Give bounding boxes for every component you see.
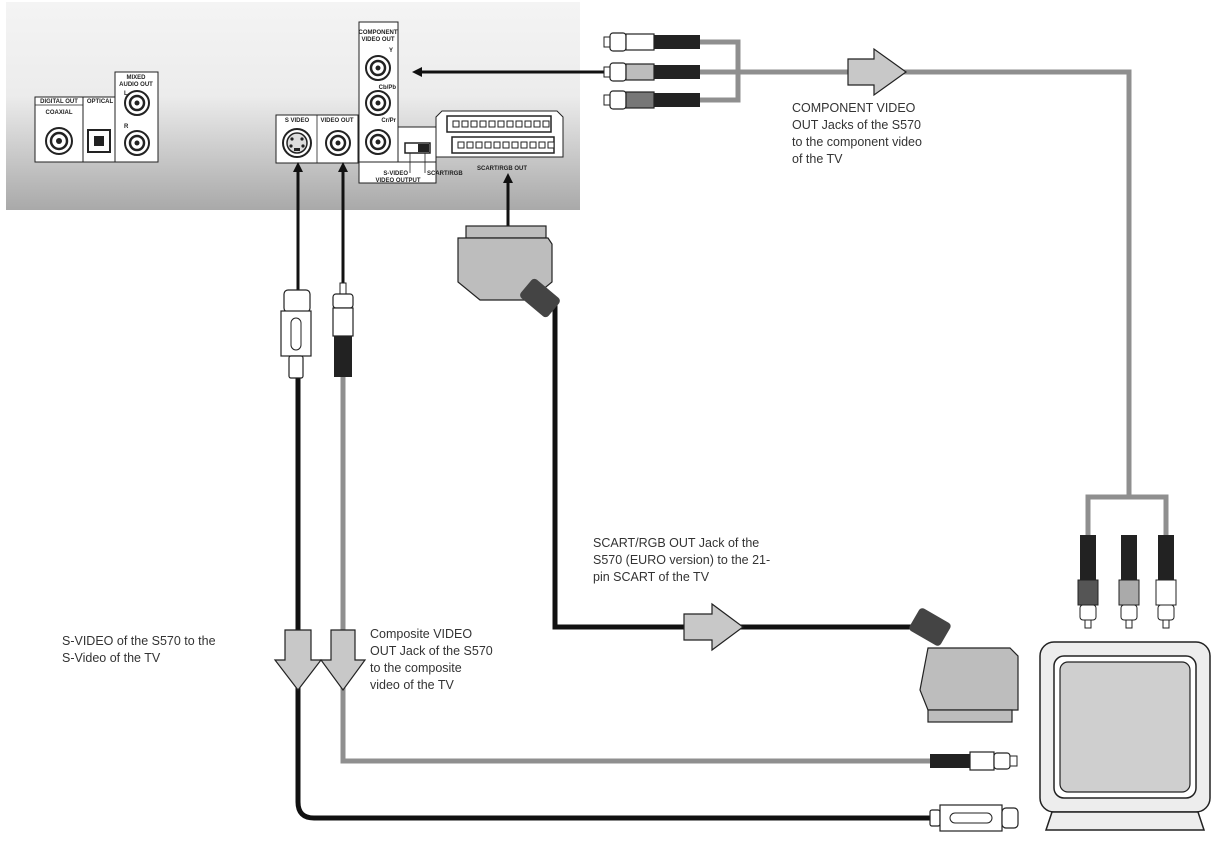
s-video-jack-icon — [282, 128, 312, 158]
component-plug-top-icon — [603, 32, 700, 52]
scart-pin — [484, 141, 492, 149]
scart-pin — [520, 141, 528, 149]
audio-out-label: AUDIO OUT — [119, 82, 153, 88]
scart-caption-line-3: pin SCART of the TV — [593, 570, 710, 584]
audio-r-jack-icon — [124, 130, 150, 156]
scart-pin — [479, 120, 487, 128]
svideo-cable — [295, 378, 932, 821]
composite-direction-arrow-icon — [319, 629, 367, 692]
scart-plug-tv-icon — [909, 608, 1019, 723]
svideo-caption-line-2: S-Video of the TV — [62, 651, 161, 665]
tv-component-plug-1-icon — [1077, 535, 1099, 629]
scart-pin — [511, 141, 519, 149]
component-caption-line-2: OUT Jacks of the S570 — [792, 118, 921, 132]
video-output-switch-group: S-VIDEO SCART/RGB VIDEO OUTPUT — [358, 126, 463, 184]
scart-pin — [506, 120, 514, 128]
optical-jack-icon — [87, 129, 111, 153]
component-cb-pb-jack-icon — [365, 90, 391, 116]
scart-direction-arrow-icon — [683, 602, 745, 652]
composite-cable — [340, 377, 930, 764]
component-y-label: Y — [389, 48, 393, 54]
composite-caption: Composite VIDEO OUT Jack of the S570 to … — [370, 627, 493, 692]
scart-pin — [524, 120, 532, 128]
component-caption-line-4: of the TV — [792, 152, 843, 166]
digital-out-group: DIGITAL OUT COAXIAL — [34, 96, 84, 163]
scart-pin — [502, 141, 510, 149]
scart-pin — [542, 120, 550, 128]
composite-caption-line-4: video of the TV — [370, 678, 455, 692]
scart-pin — [529, 141, 537, 149]
tv-component-plug-3-icon — [1155, 535, 1177, 629]
scart-plug-top-icon — [457, 225, 560, 318]
component-caption: COMPONENT VIDEO OUT Jacks of the S570 to… — [792, 101, 922, 166]
scart-pin — [475, 141, 483, 149]
composite-plug-tv-icon — [930, 751, 1018, 771]
component-plug-bottom-icon — [603, 90, 700, 110]
component-direction-arrow-icon — [847, 47, 908, 97]
scart-pin — [488, 120, 496, 128]
component-video-out-group: COMPONENT VIDEO OUT Y Cb/Pb Cr/Pr — [358, 21, 399, 163]
s-video-label: S VIDEO — [285, 118, 310, 124]
component-cb-pb-label: Cb/Pb — [379, 85, 397, 91]
svideo-plug-top-icon — [280, 289, 312, 379]
video-out-jack-icon — [325, 130, 351, 156]
rear-panel: DIGITAL OUT COAXIAL OPTICAL MIXED AUDIO … — [6, 2, 580, 210]
scart-caption-line-1: SCART/RGB OUT Jack of the — [593, 536, 759, 550]
optical-label: OPTICAL — [87, 99, 114, 105]
scart-pin — [461, 120, 469, 128]
scart-pin — [497, 120, 505, 128]
scart-socket-icon — [446, 115, 555, 154]
component-cr-pr-label: Cr/Pr — [381, 118, 396, 124]
scart-pin — [547, 141, 555, 149]
coaxial-jack-icon — [45, 127, 73, 155]
composite-caption-line-1: Composite VIDEO — [370, 627, 472, 641]
svideo-caption-line-1: S-VIDEO of the S570 to the — [62, 634, 216, 648]
component-cables — [700, 39, 1169, 535]
video-output-label: VIDEO OUTPUT — [375, 178, 420, 184]
scart-pin — [515, 120, 523, 128]
scart-pin — [470, 120, 478, 128]
scart-out-group: SCART/RGB OUT — [435, 110, 564, 172]
tv-component-plugs — [1077, 535, 1177, 629]
coaxial-label: COAXIAL — [46, 110, 73, 116]
switch-scart-rgb-label: SCART/RGB — [427, 171, 463, 177]
component-cr-pr-jack-icon — [365, 129, 391, 155]
component-caption-line-1: COMPONENT VIDEO — [792, 101, 916, 115]
composite-caption-line-2: OUT Jack of the S570 — [370, 644, 493, 658]
scart-rgb-out-label: SCART/RGB OUT — [477, 166, 527, 172]
video-out-label: VIDEO OUT — [320, 118, 353, 124]
audio-l-jack-icon — [124, 90, 150, 116]
mixed-audio-out-group: MIXED AUDIO OUT L R — [114, 71, 159, 163]
scart-pin — [452, 120, 460, 128]
svideo-caption: S-VIDEO of the S570 to the S-Video of th… — [62, 634, 216, 665]
scart-caption-line-2: S570 (EURO version) to the 21- — [593, 553, 770, 567]
component-video-out-label: VIDEO OUT — [361, 37, 394, 43]
mixed-label: MIXED — [126, 75, 146, 81]
component-y-jack-icon — [365, 55, 391, 81]
svideo-video-group: S VIDEO VIDEO OUT — [275, 114, 359, 164]
component-plugs — [603, 32, 700, 110]
scart-pin — [466, 141, 474, 149]
composite-plug-top-icon — [332, 282, 354, 377]
scart-pin — [533, 120, 541, 128]
scart-pin — [457, 141, 465, 149]
svideo-direction-arrow-icon — [273, 629, 323, 691]
digital-out-label: DIGITAL OUT — [40, 99, 78, 105]
scart-caption: SCART/RGB OUT Jack of the S570 (EURO ver… — [593, 536, 770, 584]
component-label: COMPONENT — [359, 30, 398, 36]
audio-r-label: R — [124, 124, 129, 130]
svideo-plug-tv-icon — [929, 804, 1019, 832]
component-caption-line-3: to the component video — [792, 135, 922, 149]
tv-component-plug-2-icon — [1118, 535, 1140, 629]
composite-caption-line-3: to the composite — [370, 661, 462, 675]
component-plug-middle-icon — [603, 62, 700, 82]
optical-group: OPTICAL — [82, 96, 118, 163]
audio-l-label: L — [124, 91, 128, 97]
video-output-switch-icon — [404, 142, 431, 154]
switch-s-video-label: S-VIDEO — [383, 171, 408, 177]
tv-icon — [1039, 641, 1211, 831]
scart-pin — [538, 141, 546, 149]
scart-pin — [493, 141, 501, 149]
